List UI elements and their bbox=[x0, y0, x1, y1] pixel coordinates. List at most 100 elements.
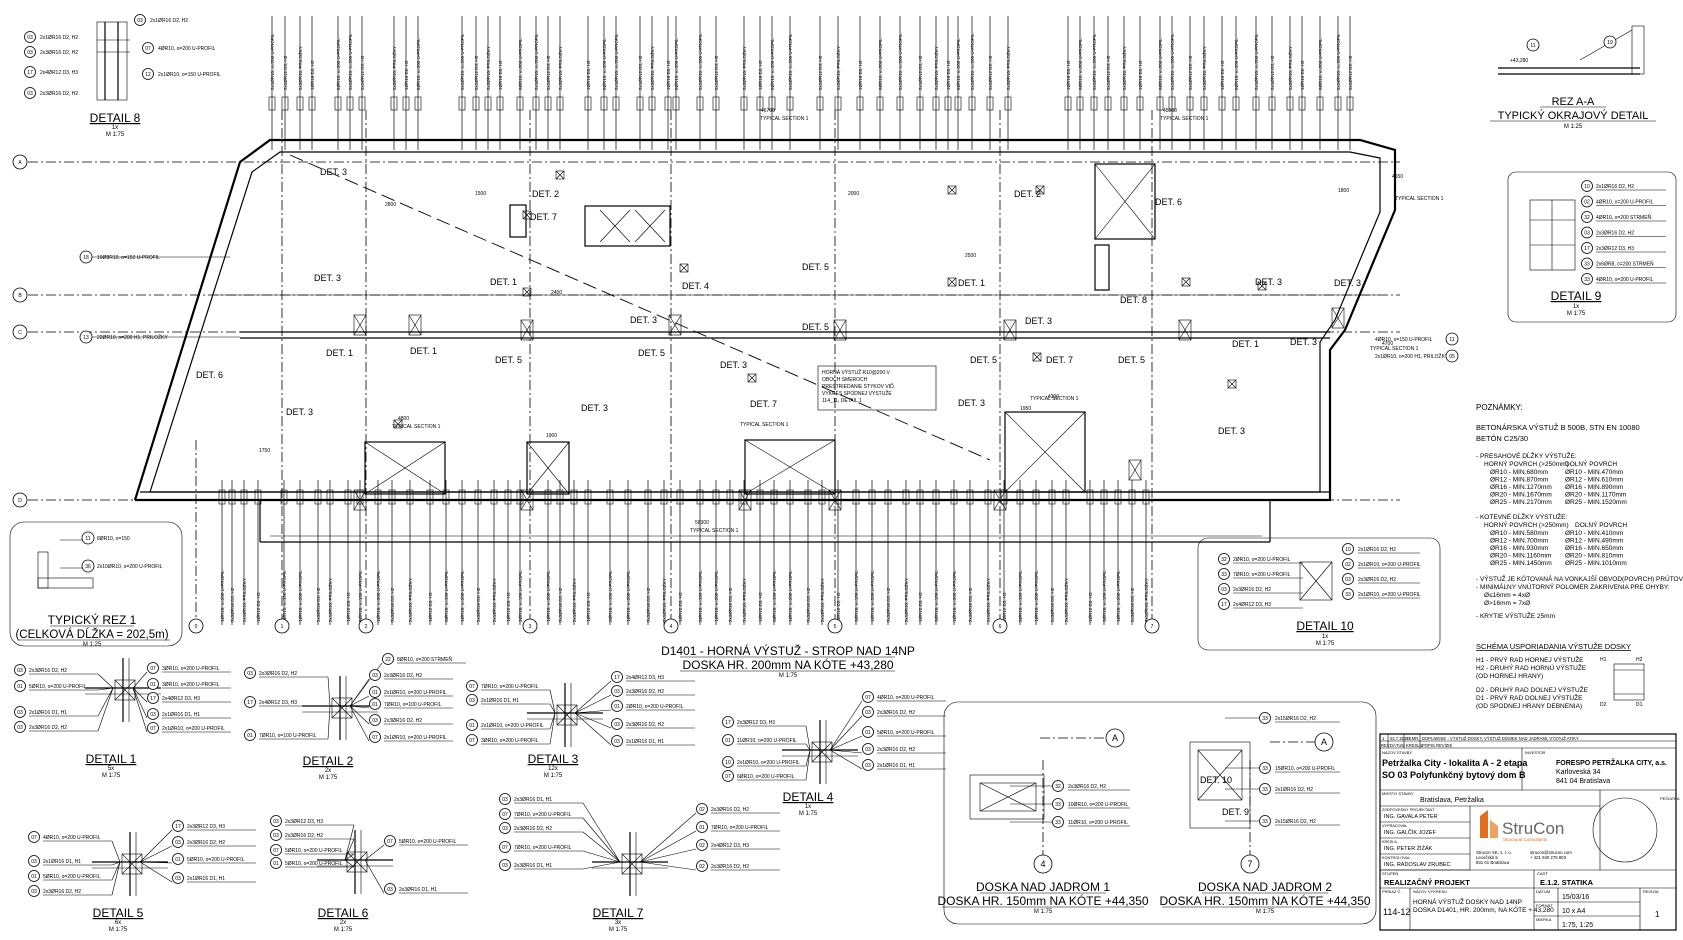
rebar-line: 6ØR10, o=200 U-PROFIL bbox=[1232, 16, 1240, 150]
beam-crossing bbox=[668, 314, 682, 336]
svg-text:2x1ØR10, o=200 U-PROFIL: 2x1ØR10, o=200 U-PROFIL bbox=[1092, 33, 1097, 90]
svg-text:11ØR10, o=200 U-PROFIL: 11ØR10, o=200 U-PROFIL bbox=[1068, 820, 1128, 826]
rebar-line: 2x3ØR16 D2, H2 bbox=[474, 480, 482, 625]
svg-text:03: 03 bbox=[31, 859, 37, 865]
svg-text:2x3ØR10, PRILOŽKY: 2x3ØR10, PRILOŽKY bbox=[1120, 46, 1127, 90]
rebar-line: 3ØR10, o=150 U-PROFIL bbox=[696, 480, 704, 625]
rebar-line: 2x3ØR16 D2, H2 bbox=[1128, 480, 1136, 625]
svg-text:2: 2 bbox=[365, 624, 368, 630]
svg-text:6x: 6x bbox=[115, 920, 121, 926]
typicky-rez-title: TYPICKÝ REZ 1 bbox=[48, 612, 137, 627]
det-label: DET. 3 bbox=[314, 273, 341, 283]
det-label: DET. 5 bbox=[802, 262, 829, 272]
svg-text:Ø≤16mm = 4xØ: Ø≤16mm = 4xØ bbox=[1484, 592, 1530, 599]
svg-text:2x1ØR10, PRILOŽKY: 2x1ØR10, PRILOŽKY bbox=[660, 578, 667, 622]
rebar-line: 1ØR10, o=200 U-PROFIL bbox=[624, 480, 632, 625]
svg-text:1ØR12 D3, H3: 1ØR12 D3, H3 bbox=[918, 592, 923, 622]
rebar-line: 2x1ØR10, o=200 U-PROFIL bbox=[786, 16, 794, 150]
svg-text:2x4ØR12 D3, H3: 2x4ØR12 D3, H3 bbox=[259, 700, 297, 706]
rebar-line: 2x1ØR12 D3, H3 bbox=[472, 16, 480, 150]
rebar-line: 1ØR10, o=200 U-PROFIL bbox=[458, 480, 466, 625]
svg-text:2x1ØR10, o=200 U-PROFIL: 2x1ØR10, o=200 U-PROFIL bbox=[737, 760, 800, 766]
rebar-line: 6ØR10, o=200 U-PROFIL bbox=[672, 16, 680, 150]
det-marker bbox=[679, 263, 689, 273]
rebar-line: 1ØR16 D2, H2 bbox=[1136, 16, 1144, 150]
svg-text:(CELKOVÁ DĹŽKA = 202,5m): (CELKOVÁ DĹŽKA = 202,5m) bbox=[15, 628, 168, 641]
svg-text:PEČIATKA: PEČIATKA bbox=[1660, 796, 1680, 801]
svg-text:1ØR10, o=200 U-PROFIL: 1ØR10, o=200 U-PROFIL bbox=[714, 570, 719, 622]
svg-text:2x1ØR10, PRILOŽKY: 2x1ØR10, PRILOŽKY bbox=[1062, 578, 1069, 622]
svg-text:StruCon: StruCon bbox=[1502, 819, 1564, 838]
svg-text:7ØR10, o=200 U-PROFIL: 7ØR10, o=200 U-PROFIL bbox=[1233, 572, 1291, 578]
rebar-line: 3ØR10, o=150 U-PROFIL bbox=[356, 480, 364, 625]
det-label: DET. 3 bbox=[630, 315, 657, 325]
svg-text:10: 10 bbox=[1345, 547, 1351, 553]
det-label: DET. 8 bbox=[1120, 295, 1147, 305]
svg-text:2x1ØR16 D2, H2: 2x1ØR16 D2, H2 bbox=[1596, 184, 1634, 190]
svg-text:1ØR16 D2, H2: 1ØR16 D2, H2 bbox=[858, 60, 863, 90]
svg-text:(OD SPODNEJ HRANY DEBNENIA): (OD SPODNEJ HRANY DEBNENIA) bbox=[1476, 703, 1582, 710]
svg-text:5ØR10, o=200 U-PROFIL: 5ØR10, o=200 U-PROFIL bbox=[29, 684, 87, 690]
svg-text:ČASŤ: ČASŤ bbox=[1537, 871, 1548, 876]
svg-text:3ØR10, o=200 U-PROFIL: 3ØR10, o=200 U-PROFIL bbox=[162, 682, 220, 688]
svg-text:2x3ØR10, PRILOŽKY: 2x3ØR10, PRILOŽKY bbox=[648, 46, 655, 90]
dimension-labels: 46700 45000 58300 2000 2500 4300 1500 19… bbox=[259, 108, 1403, 526]
svg-text:Levočská 5: Levočská 5 bbox=[1476, 855, 1498, 860]
svg-text:D1: D1 bbox=[1636, 702, 1643, 708]
svg-text:831 01 Bratislava: 831 01 Bratislava bbox=[1476, 860, 1510, 865]
rebar-line: 1ØR16 D2, H2 bbox=[756, 16, 764, 150]
svg-text:11: 11 bbox=[1449, 337, 1454, 343]
rebar-line: 2x1ØR10, o=200 U-PROFIL bbox=[532, 16, 540, 150]
svg-text:6ØR10, o=200 U-PROFIL: 6ØR10, o=200 U-PROFIL bbox=[416, 38, 421, 90]
rebar-line: 2x3ØR16 D2, H2 bbox=[228, 480, 236, 625]
svg-text:1:75, 1:25: 1:75, 1:25 bbox=[1562, 922, 1593, 929]
svg-text:KRESLIL: KRESLIL bbox=[1406, 743, 1424, 748]
svg-text:2x3ØR12 D3, H3: 2x3ØR12 D3, H3 bbox=[187, 824, 225, 830]
rebar-line: 2x3ØR16 D2, H2 bbox=[314, 480, 322, 625]
svg-text:15ØR10, o=200 U-PROFIL: 15ØR10, o=200 U-PROFIL bbox=[1275, 766, 1335, 772]
svg-text:4650: 4650 bbox=[1392, 174, 1403, 180]
svg-text:Structural Consultants: Structural Consultants bbox=[1503, 837, 1548, 842]
rebar-line: 6ØR10, o=200 U-PROFIL bbox=[1156, 16, 1164, 150]
svg-text:2x: 2x bbox=[340, 920, 346, 926]
beam-crossing bbox=[520, 319, 534, 341]
svg-text:2x3ØR16 D2, H2: 2x3ØR16 D2, H2 bbox=[558, 587, 563, 622]
svg-text:2x1ØR10, o=200 U-PROFIL: 2x1ØR10, o=200 U-PROFIL bbox=[1358, 592, 1421, 598]
rebar-line: 2x3ØR10, PRILOŽKY bbox=[740, 16, 748, 150]
svg-text:2x3ØR16 D2, H2: 2x3ØR16 D2, H2 bbox=[1068, 784, 1106, 790]
rebar-line: 1ØR12 D3, H3 bbox=[756, 480, 764, 625]
svg-text:2x1ØR10, o=200 U-PROFIL: 2x1ØR10, o=200 U-PROFIL bbox=[162, 726, 225, 732]
svg-text:17: 17 bbox=[27, 70, 33, 76]
svg-text:03: 03 bbox=[865, 710, 871, 716]
svg-text:33: 33 bbox=[1262, 787, 1268, 793]
svg-text:ZODPOVEDNÝ PROJEKTANT: ZODPOVEDNÝ PROJEKTANT bbox=[1382, 808, 1435, 812]
svg-text:ØR25 - MIN.1010mm: ØR25 - MIN.1010mm bbox=[1565, 560, 1627, 567]
svg-text:2x1ØR10, o=200 U-PROFIL: 2x1ØR10, o=200 U-PROFIL bbox=[534, 33, 539, 90]
svg-text:2x1ØR16 D1, H1: 2x1ØR16 D1, H1 bbox=[162, 712, 200, 718]
svg-text:01: 01 bbox=[372, 690, 378, 696]
rebar-line: 3ØR10, o=150 U-PROFIL bbox=[442, 480, 450, 625]
svg-text:2x3ØR16 D2, H2: 2x3ØR16 D2, H2 bbox=[1233, 587, 1271, 593]
svg-text:2x15ØR16 D2, H2: 2x15ØR16 D2, H2 bbox=[1275, 819, 1316, 825]
svg-text:NÁZOV VÝKRESU: NÁZOV VÝKRESU bbox=[1413, 889, 1447, 894]
svg-text:M 1:75: M 1:75 bbox=[799, 811, 818, 817]
svg-text:46700: 46700 bbox=[761, 108, 775, 114]
svg-text:07: 07 bbox=[150, 726, 156, 732]
plan-subtitle: DOSKA HR. 200mm NA KÓTE +43,280 bbox=[682, 657, 893, 672]
svg-text:2x1ØR16 D1, H1: 2x1ØR16 D1, H1 bbox=[43, 859, 81, 865]
svg-text:M 1:75: M 1:75 bbox=[1316, 641, 1335, 647]
svg-text:1ØR16 D2, H2: 1ØR16 D2, H2 bbox=[666, 60, 671, 90]
svg-text:0: 0 bbox=[195, 624, 198, 630]
detail-title: DETAIL 7 bbox=[593, 906, 644, 920]
svg-text:1: 1 bbox=[1382, 736, 1385, 741]
svg-text:2x1ØR12 D3, H3: 2x1ØR12 D3, H3 bbox=[638, 55, 643, 90]
